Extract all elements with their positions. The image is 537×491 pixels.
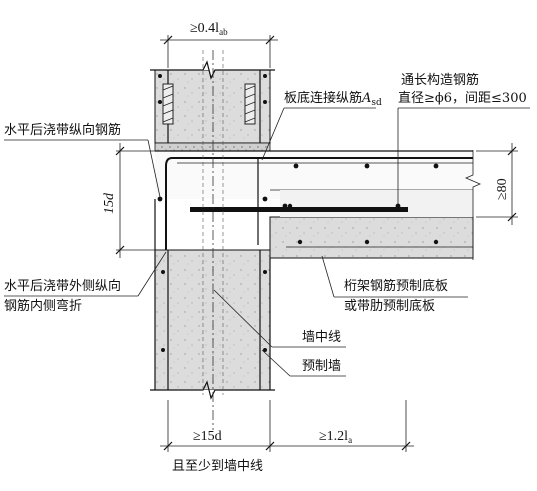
precast-slab bbox=[269, 150, 482, 260]
leader-through-bar: 通长构造钢筋 直径≥ϕ6，间距≤300 bbox=[397, 72, 530, 204]
leader-wall-center: 墙中线 bbox=[213, 289, 346, 348]
lower-precast-wall bbox=[150, 199, 275, 402]
label-through-bar-1: 通长构造钢筋 bbox=[401, 72, 479, 88]
label-through-bar-2: 直径≥ϕ6，间距≤300 bbox=[398, 91, 527, 106]
dim-80-text: ≥80 bbox=[495, 178, 510, 200]
label-precast-wall: 预制墙 bbox=[302, 359, 341, 374]
upper-precast-wall bbox=[150, 50, 275, 144]
grout-joint bbox=[154, 142, 271, 152]
dim-15d-bottom-text: ≥15d bbox=[193, 429, 222, 444]
leader-truss-slab: 桁架钢筋预制底板 或带肋预制底板 bbox=[321, 255, 468, 314]
dim-top-text: ≥0.4lab bbox=[190, 21, 228, 37]
label-truss-slab-2: 或带肋预制底板 bbox=[344, 298, 435, 314]
label-outer-bar-2: 钢筋内侧弯折 bbox=[4, 298, 82, 314]
leader-outer-bar: 水平后浇带外侧纵向 钢筋内侧弯折 bbox=[4, 251, 167, 314]
label-wall-center: 墙中线 bbox=[302, 330, 341, 345]
label-asd: 板底连接纵筋Asd bbox=[284, 90, 382, 108]
dim-15d-left: 15d bbox=[102, 143, 170, 258]
slab-bottom-connecting-bar bbox=[190, 207, 408, 212]
dim-bottom: ≥15d ≥1.2la 且至少到墙中线 bbox=[160, 400, 414, 474]
dim-15d-left-text: 15d bbox=[102, 192, 117, 214]
label-horizontal-long-bar: 水平后浇带纵向钢筋 bbox=[4, 122, 121, 138]
leader-asd: 板底连接纵筋Asd bbox=[261, 90, 382, 161]
leader-horizontal-bar: 水平后浇带纵向钢筋 bbox=[4, 122, 161, 198]
note-bottom: 且至少到墙中线 bbox=[172, 459, 263, 474]
dim-top: ≥0.4lab bbox=[160, 21, 278, 68]
leader-precast-wall: 预制墙 bbox=[261, 349, 346, 377]
label-outer-bar-1: 水平后浇带外侧纵向 bbox=[4, 278, 121, 294]
dim-12la-text: ≥1.2la bbox=[319, 429, 352, 445]
label-truss-slab-1: 桁架钢筋预制底板 bbox=[344, 278, 448, 294]
dim-80: ≥80 bbox=[476, 143, 518, 225]
